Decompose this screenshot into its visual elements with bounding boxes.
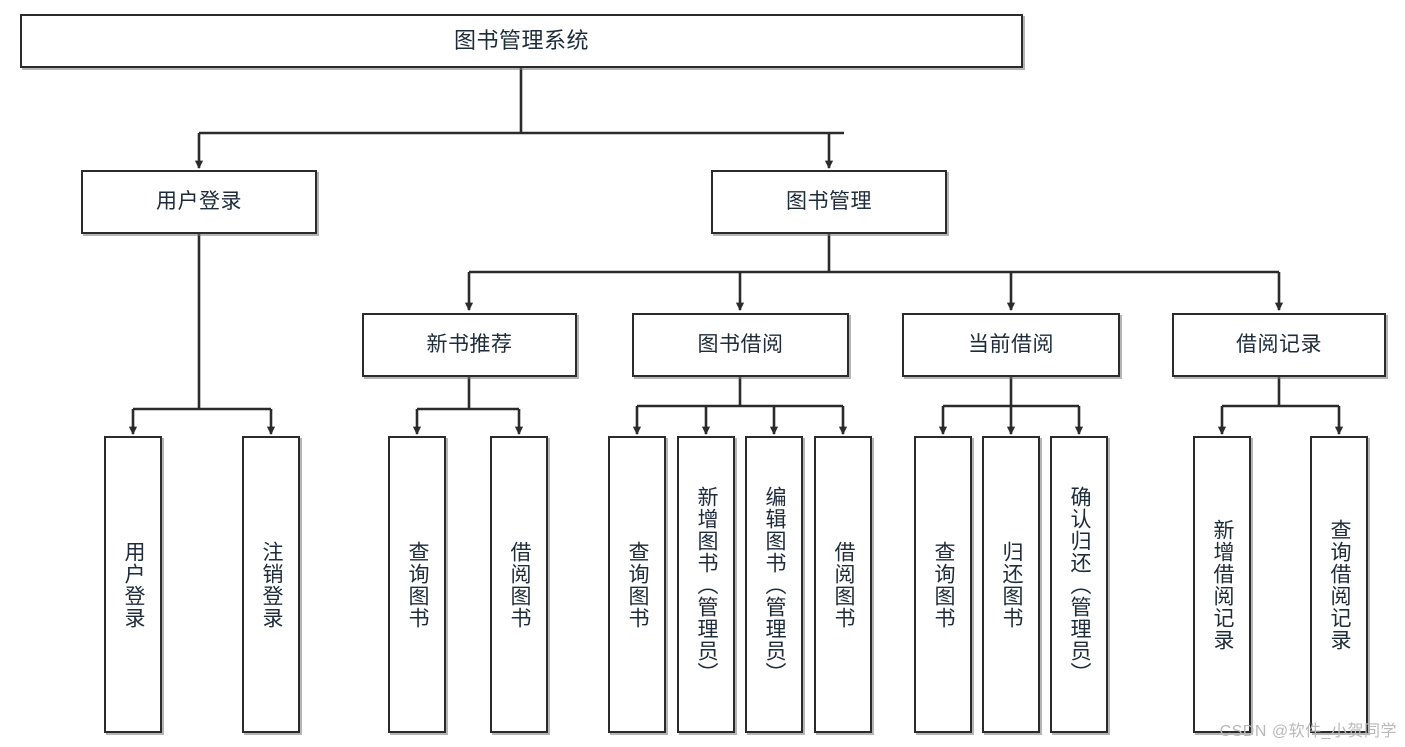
leaf-add-record[interactable]: 新增借阅记录 [1193, 436, 1251, 733]
leaf-edit-book-label: 编辑图书（管理员） [763, 485, 787, 684]
leaf-query-book-1-label: 查询图书 [406, 540, 430, 629]
leaf-return-book[interactable]: 归还图书 [982, 436, 1040, 733]
node-root-system-label: 图书管理系统 [453, 28, 589, 54]
leaf-user-login[interactable]: 用户登录 [104, 436, 162, 733]
leaf-query-book-2[interactable]: 查询图书 [608, 436, 666, 733]
node-current-borrow[interactable]: 当前借阅 [902, 313, 1120, 377]
leaf-borrow-book-1[interactable]: 借阅图书 [490, 436, 548, 733]
node-user-login-label: 用户登录 [156, 189, 242, 213]
node-book-management[interactable]: 图书管理 [711, 170, 947, 234]
leaf-confirm-return-label: 确认归还（管理员） [1068, 485, 1092, 684]
leaf-borrow-book-1-label: 借阅图书 [508, 540, 532, 629]
leaf-add-record-label: 新增借阅记录 [1211, 518, 1235, 651]
node-new-book-recommend-label: 新书推荐 [426, 332, 513, 356]
leaf-query-book-2-label: 查询图书 [626, 540, 650, 629]
node-borrow-record-label: 借阅记录 [1236, 332, 1322, 356]
leaf-borrow-book-2-label: 借阅图书 [832, 540, 856, 629]
leaf-query-record-label: 查询借阅记录 [1328, 518, 1352, 651]
node-user-login[interactable]: 用户登录 [81, 170, 317, 234]
node-book-management-label: 图书管理 [786, 189, 872, 213]
leaf-borrow-book-2[interactable]: 借阅图书 [814, 436, 872, 733]
node-borrow-record[interactable]: 借阅记录 [1172, 313, 1386, 377]
leaf-add-book[interactable]: 新增图书（管理员） [677, 436, 735, 733]
leaf-add-book-label: 新增图书（管理员） [695, 485, 719, 684]
leaf-return-book-label: 归还图书 [1000, 540, 1024, 629]
leaf-query-book-3[interactable]: 查询图书 [914, 436, 972, 733]
node-book-borrow-label: 图书借阅 [697, 332, 784, 356]
leaf-query-record[interactable]: 查询借阅记录 [1310, 436, 1368, 733]
node-root-system[interactable]: 图书管理系统 [20, 14, 1023, 68]
leaf-user-logout-label: 注销登录 [260, 540, 284, 629]
leaf-query-book-3-label: 查询图书 [932, 540, 956, 629]
node-new-book-recommend[interactable]: 新书推荐 [362, 313, 577, 377]
leaf-user-logout[interactable]: 注销登录 [242, 436, 300, 733]
leaf-user-login-label: 用户登录 [122, 540, 146, 629]
node-current-borrow-label: 当前借阅 [968, 332, 1054, 356]
leaf-query-book-1[interactable]: 查询图书 [388, 436, 446, 733]
leaf-edit-book[interactable]: 编辑图书（管理员） [745, 436, 803, 733]
leaf-confirm-return[interactable]: 确认归还（管理员） [1050, 436, 1108, 733]
watermark: CSDN @软件_小贺同学 [1219, 723, 1397, 740]
node-book-borrow[interactable]: 图书借阅 [632, 313, 849, 377]
